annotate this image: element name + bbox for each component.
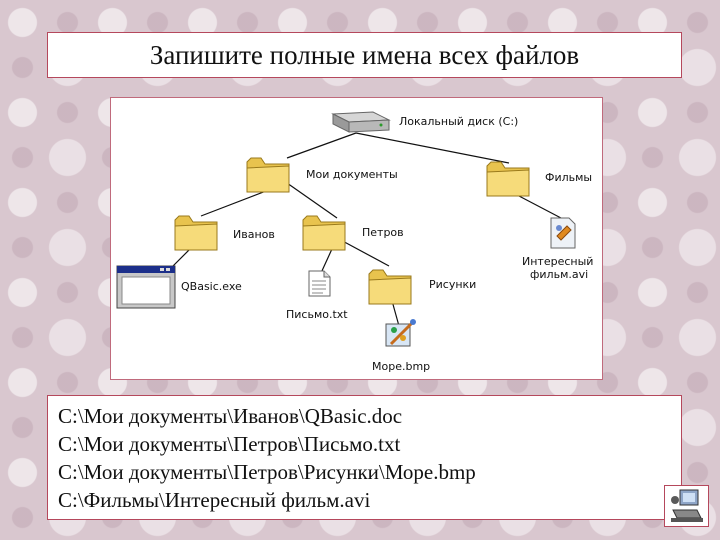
ivanov-folder-icon <box>174 215 218 251</box>
my-documents-label: Мои документы <box>306 168 398 181</box>
petrov-folder-icon <box>302 215 346 251</box>
sea-label: Море.bmp <box>372 360 431 373</box>
letter-label: Письмо.txt <box>286 308 348 321</box>
pictures-label: Рисунки <box>429 278 477 291</box>
text-file-icon <box>308 270 331 297</box>
path-line: С:\Фильмы\Интересный фильм.avi <box>58 488 371 512</box>
petrov-label: Петров <box>362 226 404 239</box>
next-slide-button[interactable] <box>664 485 709 527</box>
movie-label-line1: Интересный <box>522 255 594 268</box>
path-line: С:\Мои документы\Петров\Рисунки\Море.bmp <box>58 460 476 484</box>
title-box: Запишите полные имена всех файлов <box>47 32 682 78</box>
tree-svg <box>116 111 576 347</box>
qbasic-label: QBasic.exe <box>181 280 242 293</box>
computer-icon <box>671 489 703 522</box>
disk-label: Локальный диск (C:) <box>399 115 519 128</box>
movie-label-line2: фильм.avi <box>530 268 589 281</box>
hard-disk-icon <box>331 111 391 133</box>
ivanov-label: Иванов <box>233 228 275 241</box>
avi-media-icon <box>550 217 576 249</box>
path-line: С:\Мои документы\Иванов\QBasic.doc <box>58 404 403 428</box>
bmp-image-icon <box>385 319 416 347</box>
exe-window-icon <box>116 265 176 309</box>
slide-title: Запишите полные имена всех файлов <box>149 39 580 70</box>
pictures-folder-icon <box>368 269 412 305</box>
my-documents-folder-icon <box>246 157 290 193</box>
films-label: Фильмы <box>545 171 593 184</box>
file-tree-diagram: Локальный диск (C:) Мои документы Фильмы… <box>110 97 603 380</box>
path-line: С:\Мои документы\Петров\Письмо.txt <box>58 432 401 456</box>
films-folder-icon <box>486 161 530 197</box>
answer-paths-box: С:\Мои документы\Иванов\QBasic.doc С:\Мо… <box>47 395 682 520</box>
